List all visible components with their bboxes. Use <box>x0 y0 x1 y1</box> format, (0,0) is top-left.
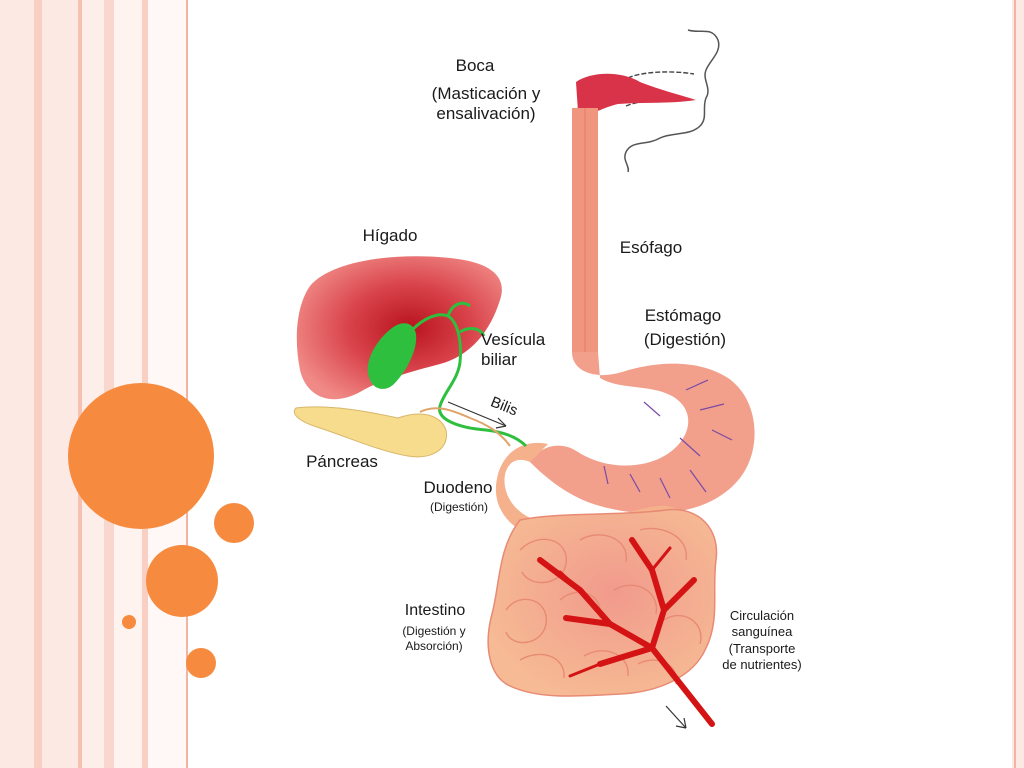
bile-duct <box>410 313 528 448</box>
nutrient-arrow <box>665 705 687 729</box>
label-duodeno: Duodeno <box>423 478 493 497</box>
label-duodeno-note: (Digestión) <box>429 500 489 514</box>
label-intestino: Intestino <box>404 602 466 619</box>
circle-large <box>68 383 214 529</box>
face-profile <box>624 29 720 173</box>
label-boca-note: (Masticación y ensalivación) <box>431 84 541 124</box>
label-estomago: Estómago <box>644 306 722 325</box>
left-stripe-band <box>0 0 200 768</box>
right-stripe <box>1012 0 1024 768</box>
stomach-vessels <box>603 379 733 499</box>
decorative-circles <box>68 383 254 678</box>
label-higado: Hígado <box>362 226 418 245</box>
label-circulacion: Circulación sanguínea (Transporte de nut… <box>722 608 802 672</box>
label-boca: Boca <box>455 56 495 75</box>
circle-tiny <box>122 615 136 629</box>
label-pancreas: Páncreas <box>306 452 378 471</box>
small-intestine <box>487 508 718 697</box>
label-esofago: Esófago <box>619 238 683 257</box>
bile-arrow <box>447 401 507 427</box>
gallbladder <box>367 323 417 389</box>
pancreatic-duct <box>419 407 511 447</box>
label-vesicula: Vesícula biliar <box>481 330 546 370</box>
circle-small-2 <box>186 648 216 678</box>
upper-teeth <box>627 71 695 79</box>
circle-small-1 <box>214 503 254 543</box>
label-intestino-note: (Digestión y Absorción) <box>402 624 466 653</box>
blood-vessel <box>537 537 715 727</box>
pancreas <box>293 406 447 458</box>
stomach <box>530 352 755 514</box>
circle-medium <box>146 545 218 617</box>
label-estomago-note: (Digestión) <box>643 330 727 349</box>
mouth <box>576 73 696 114</box>
